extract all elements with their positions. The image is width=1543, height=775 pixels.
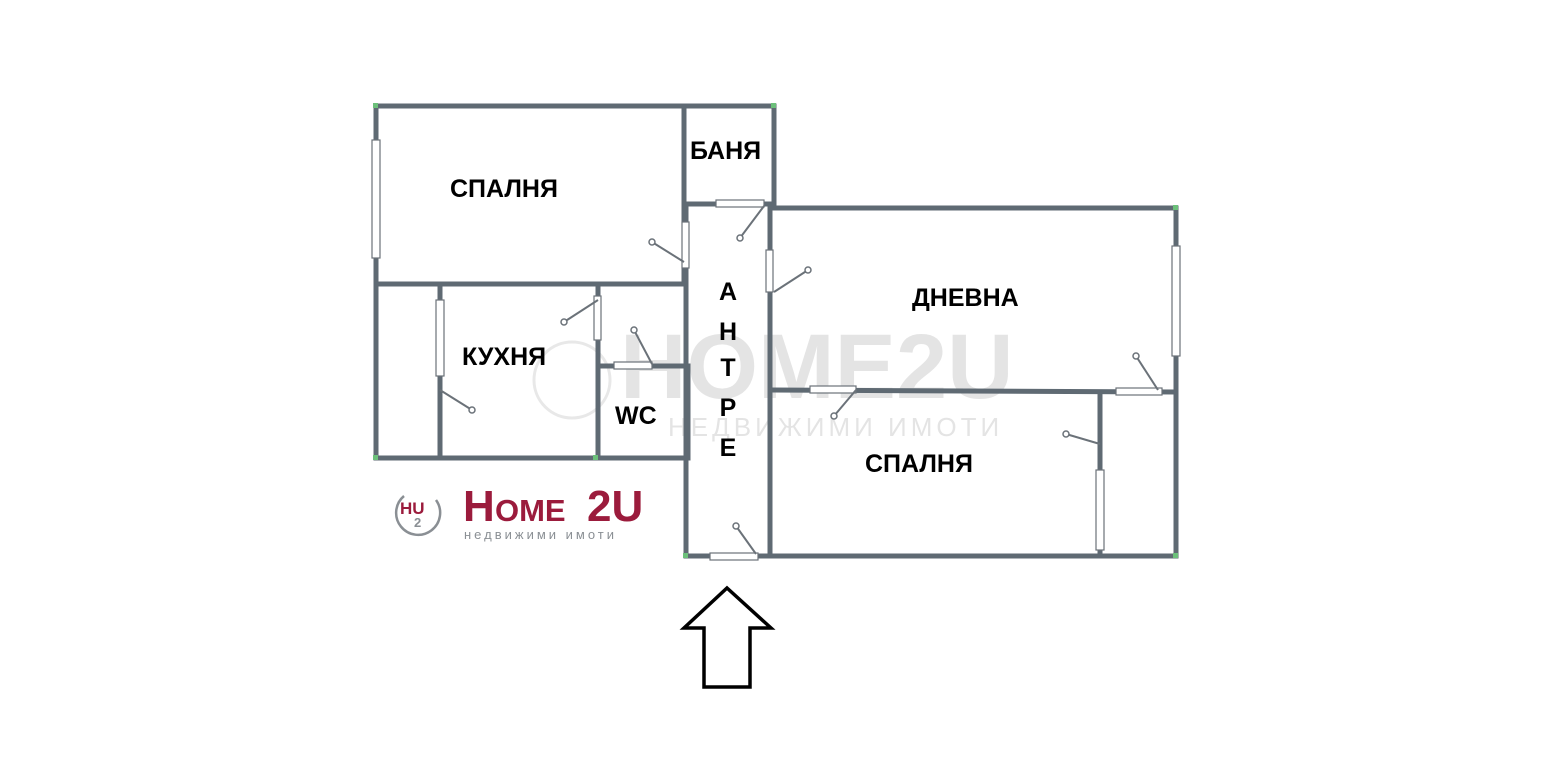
logo-brand-2u: 2U <box>587 482 643 531</box>
window <box>1095 469 1105 551</box>
doors <box>439 205 1159 555</box>
watermark: HOME2U НЕДВИЖИМИ ИМОТИ <box>532 316 1014 442</box>
windows <box>371 139 1181 561</box>
window <box>1171 245 1181 357</box>
room-label-kitchen: КУХНЯ <box>462 343 546 371</box>
hall-letter: Р <box>720 394 737 422</box>
entrance-arrow-icon <box>679 585 776 689</box>
watermark-badge-icon <box>532 340 612 420</box>
home2u-logo: HU 2 H OME 2U недвижими имоти <box>394 482 643 542</box>
window <box>435 299 445 377</box>
logo-brand-h: H <box>463 482 495 531</box>
room-label-bathroom: БАНЯ <box>690 137 761 165</box>
window <box>681 221 690 269</box>
logo-badge-icon <box>394 495 442 537</box>
room-label-hall: А Н Т Р Е <box>719 278 737 462</box>
window <box>809 385 857 394</box>
corner-markers <box>373 103 1178 558</box>
window <box>593 295 602 341</box>
hall-letter: Н <box>719 318 737 346</box>
window <box>715 199 765 208</box>
logo-brand-ome: OME <box>495 493 566 528</box>
hall-letter: А <box>719 278 737 306</box>
room-label-wc: WC <box>615 402 657 430</box>
window <box>709 552 759 561</box>
room-label-bedroom-bottom: СПАЛНЯ <box>865 450 973 478</box>
logo-badge-bottom: 2 <box>414 515 421 530</box>
hall-letter: Е <box>720 434 737 462</box>
window <box>765 249 774 293</box>
room-label-bedroom: СПАЛНЯ <box>450 175 558 203</box>
logo-tagline: недвижими имоти <box>464 527 617 542</box>
window <box>371 139 381 259</box>
logo-badge-top: HU <box>400 499 425 518</box>
room-label-living-room: ДНЕВНА <box>912 284 1019 312</box>
hall-letter: Т <box>720 354 735 382</box>
window <box>613 361 653 370</box>
window <box>1115 387 1163 396</box>
